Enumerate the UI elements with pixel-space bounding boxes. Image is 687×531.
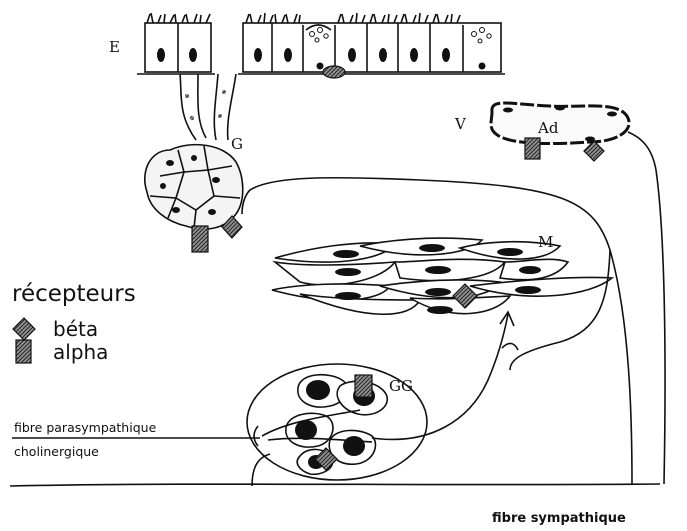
submucosal-gland: [145, 74, 243, 252]
label-cholinergic: cholinergique: [14, 444, 99, 459]
smooth-muscle: [272, 238, 612, 314]
blood-vessel: [491, 103, 629, 161]
diamond-receptor-icon: [13, 318, 35, 340]
label-sympathetic-fibre: fibre sympathique: [492, 511, 626, 526]
legend-title: récepteurs: [12, 281, 136, 307]
label-parasympathetic-fibre: fibre parasympathique: [14, 420, 157, 435]
epithelium: [137, 13, 505, 78]
square-receptor-icon: [16, 340, 31, 363]
label-epithelium: E: [109, 38, 120, 56]
label-gland: G: [231, 135, 243, 153]
legend-alpha: alpha: [53, 340, 108, 364]
label-vessel: V: [454, 115, 467, 133]
label-ganglion: GG: [389, 377, 413, 395]
receptor-legend: récepteurs béta alpha: [12, 281, 136, 364]
label-muscle: M: [538, 233, 553, 251]
label-adventitia: Ad: [537, 119, 559, 137]
legend-beta: béta: [53, 317, 98, 341]
